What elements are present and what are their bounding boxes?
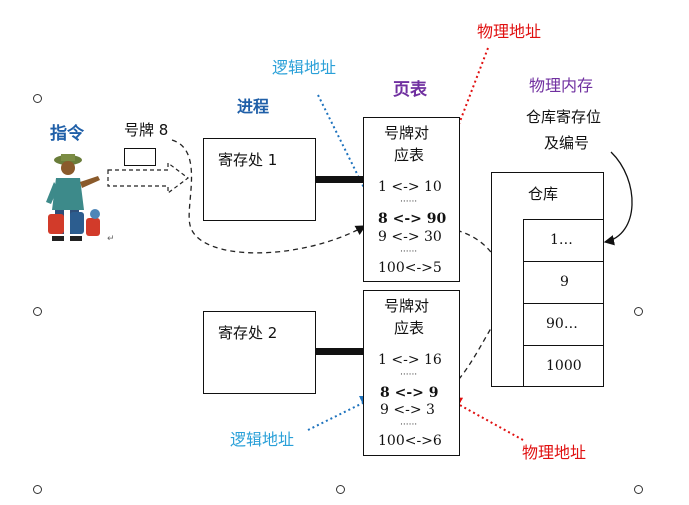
- slot-numbering-label-line1: 仓库寄存位: [526, 108, 602, 126]
- page-table-label: 页表: [393, 80, 427, 100]
- connector-bar-2: [315, 348, 364, 355]
- table-2-row-1: 1 <-> 16: [378, 352, 442, 368]
- person-with-luggage-icon: [46, 152, 108, 244]
- process-box-1-label: 寄存处 1: [218, 151, 278, 169]
- table-2-dots: ······: [400, 370, 418, 380]
- table-1-row-2: 8 <-> 90: [378, 211, 447, 227]
- warehouse-slot-3: 90…: [523, 303, 604, 346]
- table-2-dots-2: ······: [400, 420, 418, 430]
- logical-address-top-label: 逻辑地址: [272, 58, 337, 77]
- instruction-arrow: [107, 161, 189, 195]
- table-1-dots: ······: [400, 197, 418, 207]
- process-label: 进程: [237, 97, 270, 116]
- selection-handle[interactable]: [33, 307, 42, 316]
- table-2-header-line2: 应表: [394, 319, 425, 337]
- page-table-1: 号牌对 应表 1 <-> 10 ······ 8 <-> 90 9 <-> 30…: [363, 117, 460, 282]
- selection-handle[interactable]: [33, 485, 42, 494]
- selection-handle[interactable]: [634, 307, 643, 316]
- instruction-label: 指令: [50, 124, 84, 144]
- return-mark: ↵: [107, 234, 115, 244]
- table-1-row-4: 100<->5: [378, 260, 442, 276]
- process-box-2-label: 寄存处 2: [218, 324, 278, 342]
- warehouse-slot-4: 1000: [523, 345, 604, 387]
- table-2-header-line1: 号牌对: [384, 297, 430, 315]
- warehouse-title: 仓库: [528, 185, 559, 203]
- table-1-header-line1: 号牌对: [384, 124, 430, 142]
- physical-memory-label: 物理内存: [529, 76, 594, 95]
- selection-handle[interactable]: [336, 485, 345, 494]
- token-label: 号牌 8: [124, 121, 169, 139]
- table-2-row-3: 9 <-> 3: [380, 402, 435, 418]
- warehouse-slot-2-label: 9: [560, 274, 569, 290]
- table-1-row-1: 1 <-> 10: [378, 179, 442, 195]
- token-card: [124, 148, 156, 166]
- slot-numbering-label-line2: 及编号: [544, 134, 590, 152]
- warehouse-slot-1-label: 1…: [550, 232, 573, 248]
- table-2-row-4: 100<->6: [378, 433, 442, 449]
- page-table-2: 号牌对 应表 1 <-> 16 ······ 8 <-> 9 9 <-> 3 ·…: [363, 290, 460, 456]
- physical-address-bottom-label: 物理地址: [522, 443, 587, 462]
- selection-handle[interactable]: [33, 94, 42, 103]
- warehouse-slot-1: 1…: [523, 219, 604, 262]
- logical-address-bottom-label: 逻辑地址: [230, 430, 295, 449]
- warehouse-slot-4-label: 1000: [546, 358, 582, 374]
- warehouse-slot-2: 9: [523, 261, 604, 304]
- token-to-table-curve: [171, 139, 367, 254]
- selection-handle[interactable]: [634, 485, 643, 494]
- process-box-1: 寄存处 1: [203, 138, 316, 221]
- table-1-row-3: 9 <-> 30: [378, 229, 442, 245]
- warehouse-slot-3-label: 90…: [546, 316, 578, 332]
- table-2-row-2: 8 <-> 9: [380, 385, 439, 401]
- connector-bar-1: [315, 176, 364, 183]
- slot-numbering-arrow: [603, 151, 633, 246]
- table-1-dots-2: ······: [400, 247, 418, 257]
- table-1-header-line2: 应表: [394, 146, 425, 164]
- process-box-2: 寄存处 2: [203, 311, 316, 394]
- physical-address-top-label: 物理地址: [477, 22, 542, 41]
